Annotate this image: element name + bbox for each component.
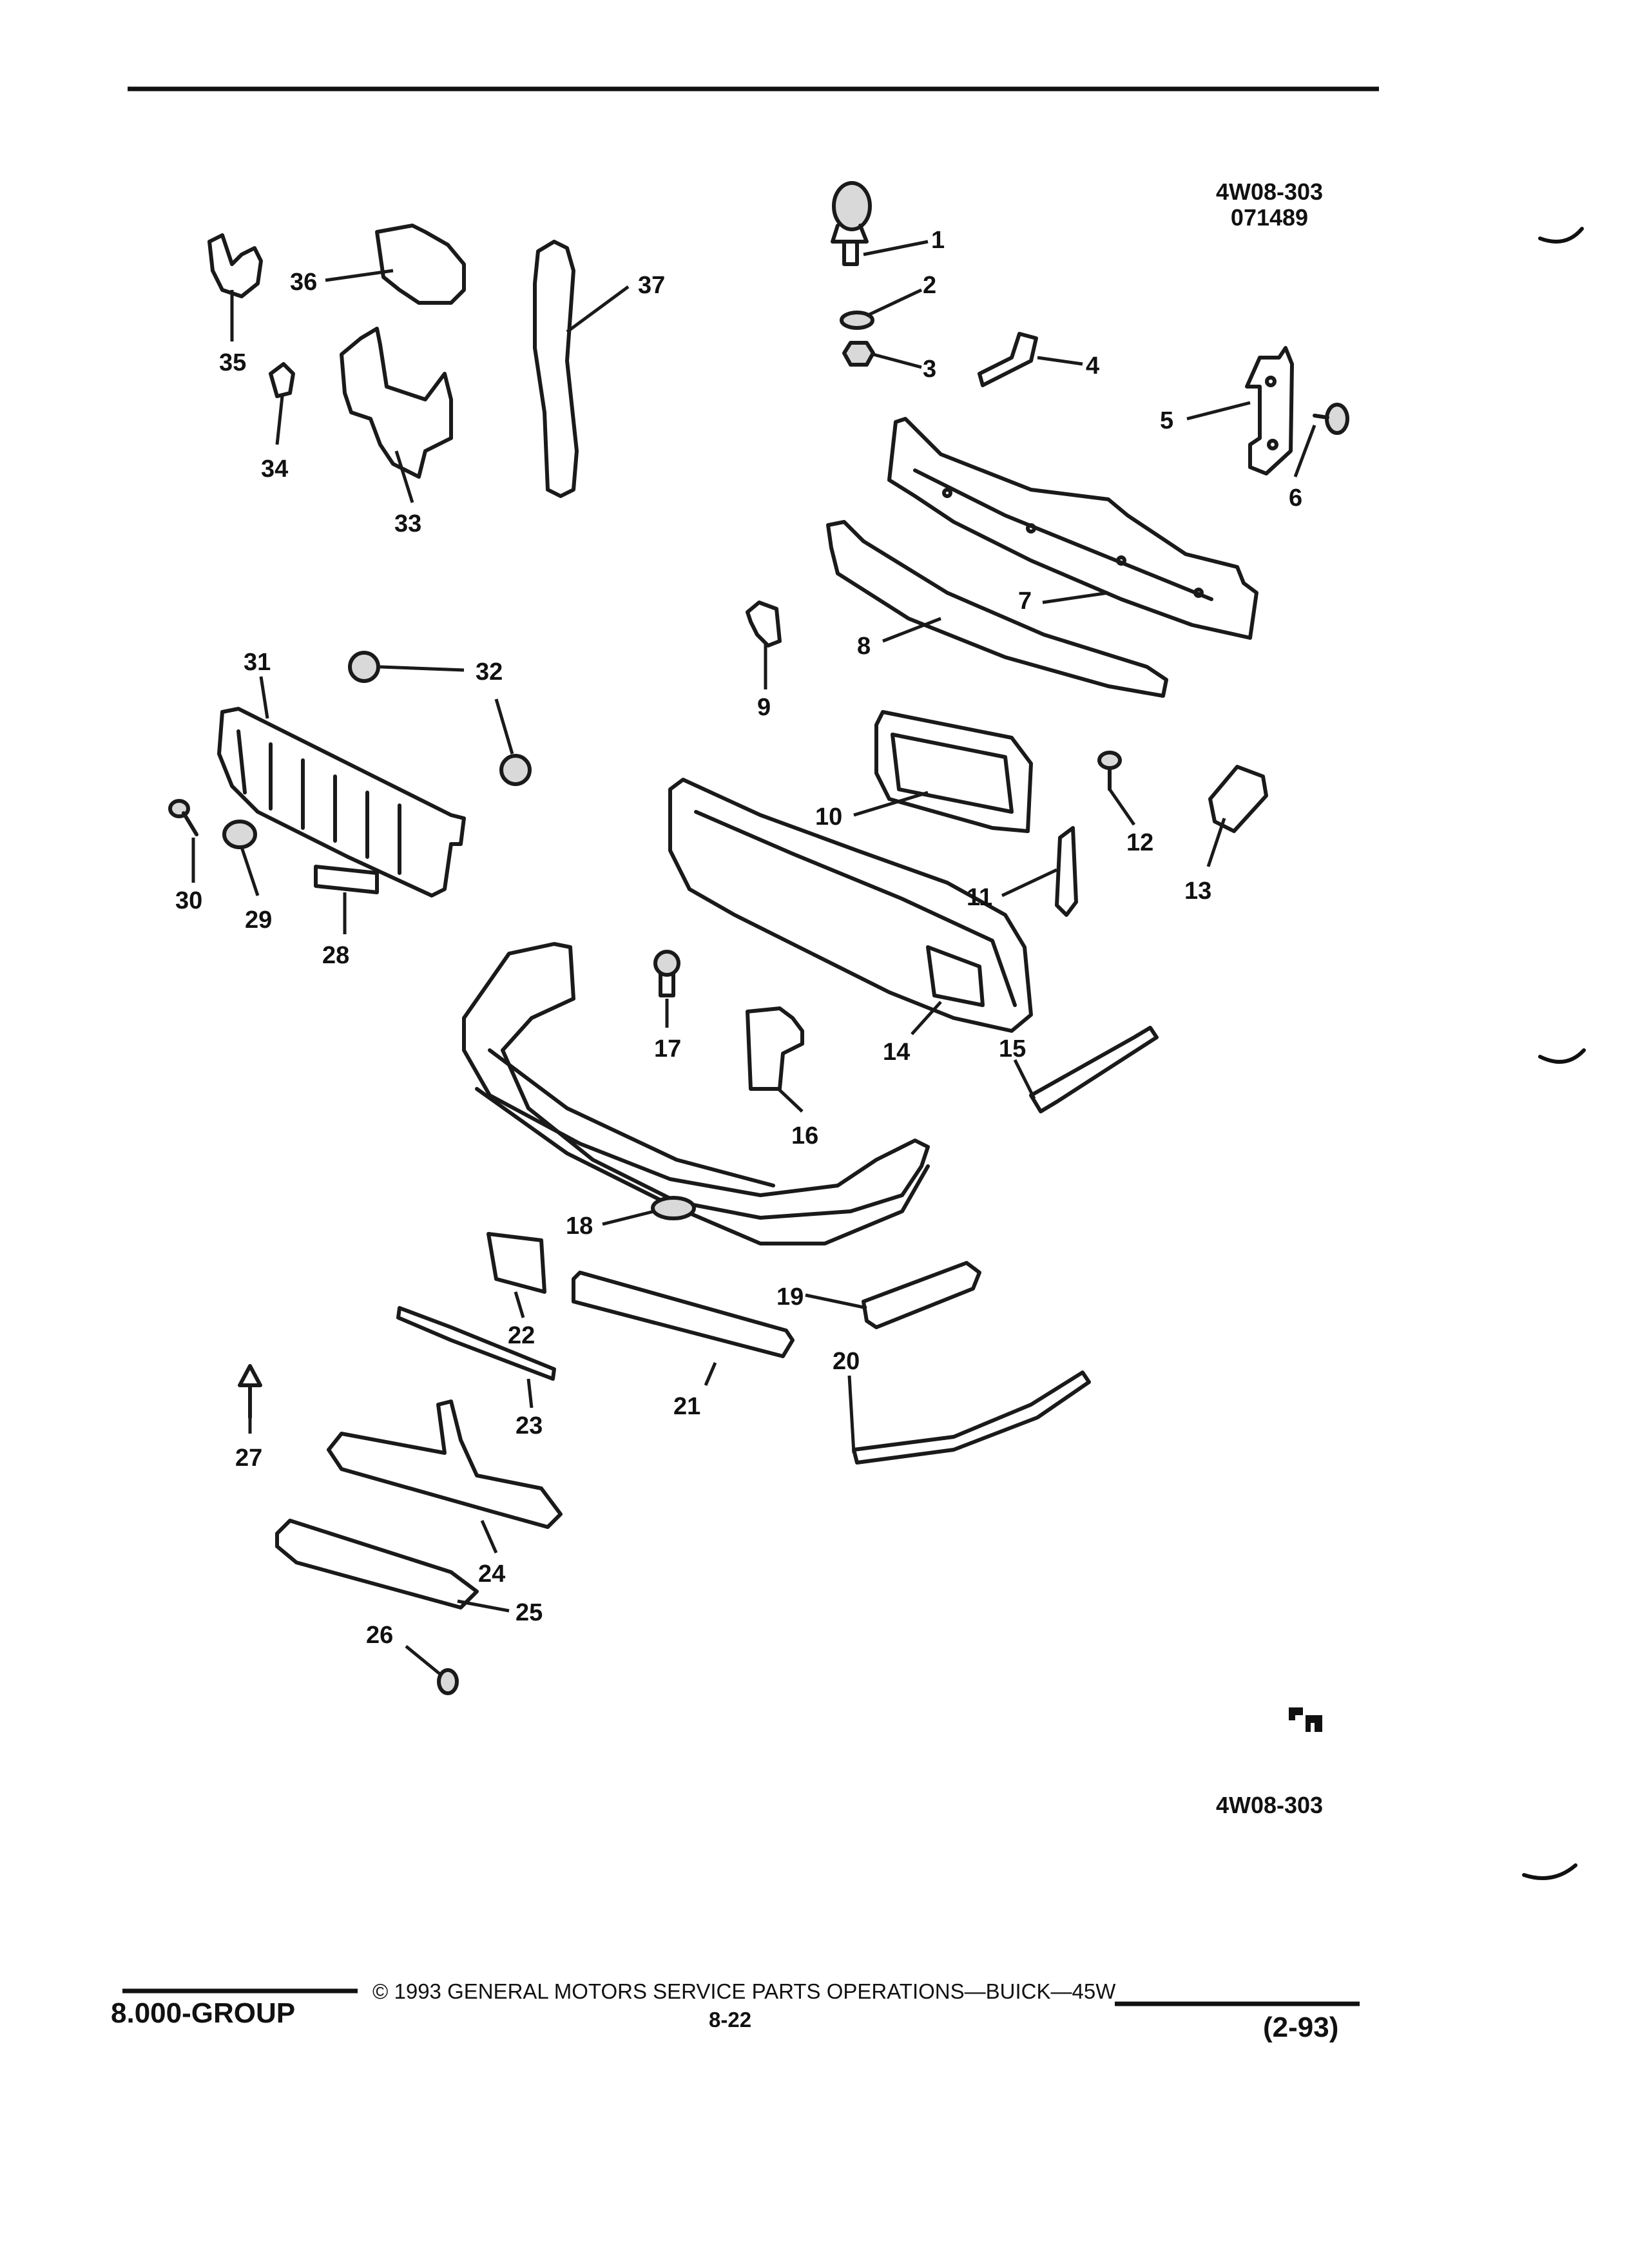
part-20-strip (852, 1370, 1091, 1465)
part-31-grille (217, 707, 466, 898)
part-25-lower-panel (275, 1519, 479, 1610)
callout-37: 37 (638, 272, 665, 299)
figure-date: 071489 (1230, 204, 1309, 231)
part-28-clip (314, 865, 379, 894)
part-17-fastener (653, 950, 680, 997)
part-8-deflector-strip (826, 520, 1168, 698)
part-22-insert-left (487, 1232, 546, 1294)
part-26-push-pin (437, 1668, 459, 1695)
callout-12: 12 (1126, 829, 1153, 856)
callout-7: 7 (1018, 588, 1032, 615)
callout-4: 4 (1086, 352, 1099, 380)
callout-26: 26 (366, 1622, 393, 1649)
callout-17: 17 (654, 1035, 681, 1062)
callout-9: 9 (757, 694, 771, 721)
part-13-side-marker (1208, 765, 1268, 833)
part-27-push-pin (238, 1364, 262, 1419)
footer-page-number: 8-22 (709, 2008, 752, 2032)
part-11-bracket (1055, 826, 1078, 917)
callout-28: 28 (322, 942, 349, 969)
callout-23: 23 (516, 1412, 543, 1439)
figure-header: 4W08-303 071489 (1192, 179, 1347, 231)
callout-29: 29 (245, 907, 272, 934)
gm-logo (1289, 1707, 1322, 1732)
part-35-bracket (207, 233, 263, 298)
figure-code: 4W08-303 (1215, 178, 1324, 205)
part-4-bracket (978, 332, 1038, 387)
footer-group: 8.000-GROUP (111, 1997, 296, 2029)
callout-6: 6 (1289, 485, 1302, 512)
part-7-energy-absorber (887, 417, 1258, 640)
part-24-lower-bracket (327, 1399, 563, 1529)
callout-2: 2 (923, 272, 936, 299)
callout-35: 35 (219, 349, 246, 376)
callout-18: 18 (566, 1213, 593, 1240)
callout-1: 1 (931, 227, 945, 254)
part-14-impact-bar (668, 778, 1033, 1033)
footer-revision: (2-93) (1263, 2012, 1339, 2043)
callout-14: 14 (883, 1039, 910, 1066)
part-19-insert-right (862, 1261, 981, 1329)
callout-20: 20 (833, 1348, 860, 1375)
callout-25: 25 (516, 1599, 543, 1626)
callout-22: 22 (508, 1322, 535, 1349)
margin-mark (1538, 1048, 1586, 1064)
callout-19: 19 (776, 1283, 804, 1311)
margin-mark (1522, 1863, 1577, 1880)
part-32-grommet (348, 651, 532, 786)
part-1-ornament (831, 181, 872, 266)
part-37-support (533, 240, 579, 498)
part-33-support-bracket (340, 327, 453, 479)
callout-21: 21 (673, 1393, 700, 1420)
part-18-fascia (462, 942, 930, 1245)
callout-24: 24 (478, 1561, 505, 1588)
part-2-washer (840, 311, 874, 330)
callout-33: 33 (394, 510, 421, 537)
part-3-nut (842, 341, 875, 367)
callout-16: 16 (791, 1122, 818, 1149)
callout-11: 11 (967, 884, 992, 911)
part-12-screw (1097, 751, 1122, 791)
figure-ref: 4W08-303 (1215, 1792, 1324, 1818)
callout-30: 30 (175, 887, 202, 914)
callout-27: 27 (235, 1445, 262, 1472)
callout-3: 3 (923, 356, 936, 383)
callout-36: 36 (290, 269, 317, 296)
callout-34: 34 (261, 456, 288, 483)
part-30-screw (168, 799, 198, 836)
callout-31: 31 (244, 649, 271, 676)
callout-32: 32 (476, 658, 503, 686)
callout-5: 5 (1160, 407, 1173, 434)
part-16-filler (746, 1006, 804, 1091)
part-29-plug (222, 820, 257, 849)
part-23-strip (396, 1306, 556, 1381)
part-10-lamp (874, 710, 1033, 833)
callout-8: 8 (857, 633, 871, 660)
part-34-clip (269, 362, 295, 398)
callout-15: 15 (999, 1035, 1026, 1062)
part-15-retainer-strip (1029, 1026, 1159, 1113)
callout-13: 13 (1184, 878, 1211, 905)
part-36-bracket (375, 224, 466, 305)
margin-mark (1538, 227, 1584, 244)
footer-copyright: © 1993 GENERAL MOTORS SERVICE PARTS OPER… (372, 1979, 1116, 2003)
part-6-push-pin (1313, 403, 1349, 435)
part-21-lower-panel (572, 1271, 795, 1358)
part-9-clip (746, 601, 782, 648)
callout-10: 10 (815, 803, 842, 831)
part-5-bracket (1245, 346, 1294, 476)
